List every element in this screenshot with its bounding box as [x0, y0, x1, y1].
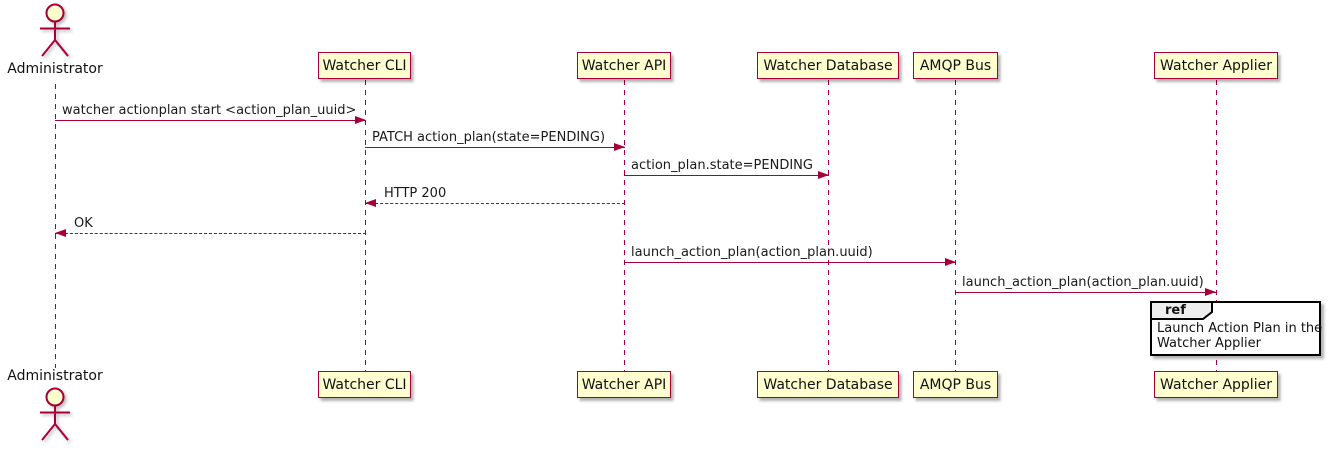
participant-label: Watcher CLI [322, 376, 407, 393]
message-3-state-pending: action_plan.state=PENDING [624, 158, 829, 179]
ref-tab-pentagon-icon [1150, 301, 1213, 320]
arrowhead-right-icon [818, 171, 829, 179]
participant-label: Watcher Applier [1160, 376, 1272, 393]
lifeline-watcher-database [828, 80, 829, 371]
participant-label: AMQP Bus [919, 376, 992, 393]
ref-keyword: ref [1165, 303, 1186, 318]
participant-amqp-bus-top: AMQP Bus [913, 52, 998, 79]
arrowhead-right-icon [614, 143, 625, 151]
actor-label: Administrator [7, 368, 103, 384]
message-line [624, 262, 956, 263]
message-line [365, 147, 625, 148]
participant-label: Watcher Applier [1160, 57, 1272, 74]
participant-label: AMQP Bus [919, 57, 992, 74]
ref-text-line: Launch Action Plan in the [1157, 321, 1323, 336]
participant-label: Watcher API [581, 57, 667, 74]
participant-label: Watcher API [581, 376, 667, 393]
ref-text-line: Watcher Applier [1157, 336, 1261, 351]
ref-text: Launch Action Plan in the Watcher Applie… [1157, 321, 1322, 351]
lifeline-watcher-applier [1216, 80, 1217, 371]
participant-watcher-applier-top: Watcher Applier [1154, 52, 1278, 79]
message-6-launch-action-plan: launch_action_plan(action_plan.uuid) [624, 245, 956, 266]
arrowhead-right-icon [1205, 288, 1216, 296]
message-label: launch_action_plan(action_plan.uuid) [962, 275, 1204, 290]
participant-amqp-bus-bottom: AMQP Bus [913, 371, 998, 398]
message-label: launch_action_plan(action_plan.uuid) [631, 245, 873, 260]
message-label: PATCH action_plan(state=PENDING) [372, 130, 606, 145]
ref-fragment: ref Launch Action Plan in the Watcher Ap… [1150, 301, 1322, 356]
arrowhead-right-icon [945, 258, 956, 266]
participant-watcher-cli-bottom: Watcher CLI [318, 371, 411, 398]
arrowhead-right-icon [355, 116, 366, 124]
message-line [955, 292, 1216, 293]
participant-watcher-database-top: Watcher Database [757, 52, 899, 79]
actor-figure-icon [40, 387, 70, 441]
actor-administrator-top: Administrator [0, 3, 110, 77]
arrowhead-left-icon [55, 229, 66, 237]
message-label: HTTP 200 [384, 186, 447, 201]
message-line-dashed [55, 233, 366, 234]
message-1-actionplan-start: watcher actionplan start <action_plan_uu… [55, 103, 366, 124]
message-5-ok: OK [55, 216, 366, 237]
participant-label: Watcher Database [763, 376, 893, 393]
message-line [624, 175, 829, 176]
lifeline-amqp-bus [955, 80, 956, 371]
lifeline-administrator [55, 84, 56, 368]
actor-administrator-bottom: Administrator [0, 368, 110, 446]
message-label: OK [74, 216, 93, 231]
message-label: watcher actionplan start <action_plan_uu… [62, 103, 357, 118]
participant-watcher-cli-top: Watcher CLI [318, 52, 411, 79]
arrowhead-left-icon [365, 199, 376, 207]
actor-figure-icon [40, 3, 70, 57]
participant-label: Watcher CLI [322, 57, 407, 74]
participant-watcher-api-top: Watcher API [577, 52, 671, 79]
message-4-http-200: HTTP 200 [365, 186, 625, 207]
message-line [55, 120, 366, 121]
lifeline-watcher-api [624, 80, 625, 371]
participant-watcher-database-bottom: Watcher Database [757, 371, 899, 398]
message-label: action_plan.state=PENDING [631, 158, 813, 173]
participant-watcher-api-bottom: Watcher API [577, 371, 671, 398]
lifeline-watcher-cli [365, 80, 366, 371]
actor-label: Administrator [7, 61, 103, 77]
message-7-launch-action-plan: launch_action_plan(action_plan.uuid) [955, 275, 1216, 296]
participant-label: Watcher Database [763, 57, 893, 74]
participant-watcher-applier-bottom: Watcher Applier [1154, 371, 1278, 398]
message-line-dashed [365, 203, 625, 204]
message-2-patch-action-plan: PATCH action_plan(state=PENDING) [365, 130, 625, 151]
